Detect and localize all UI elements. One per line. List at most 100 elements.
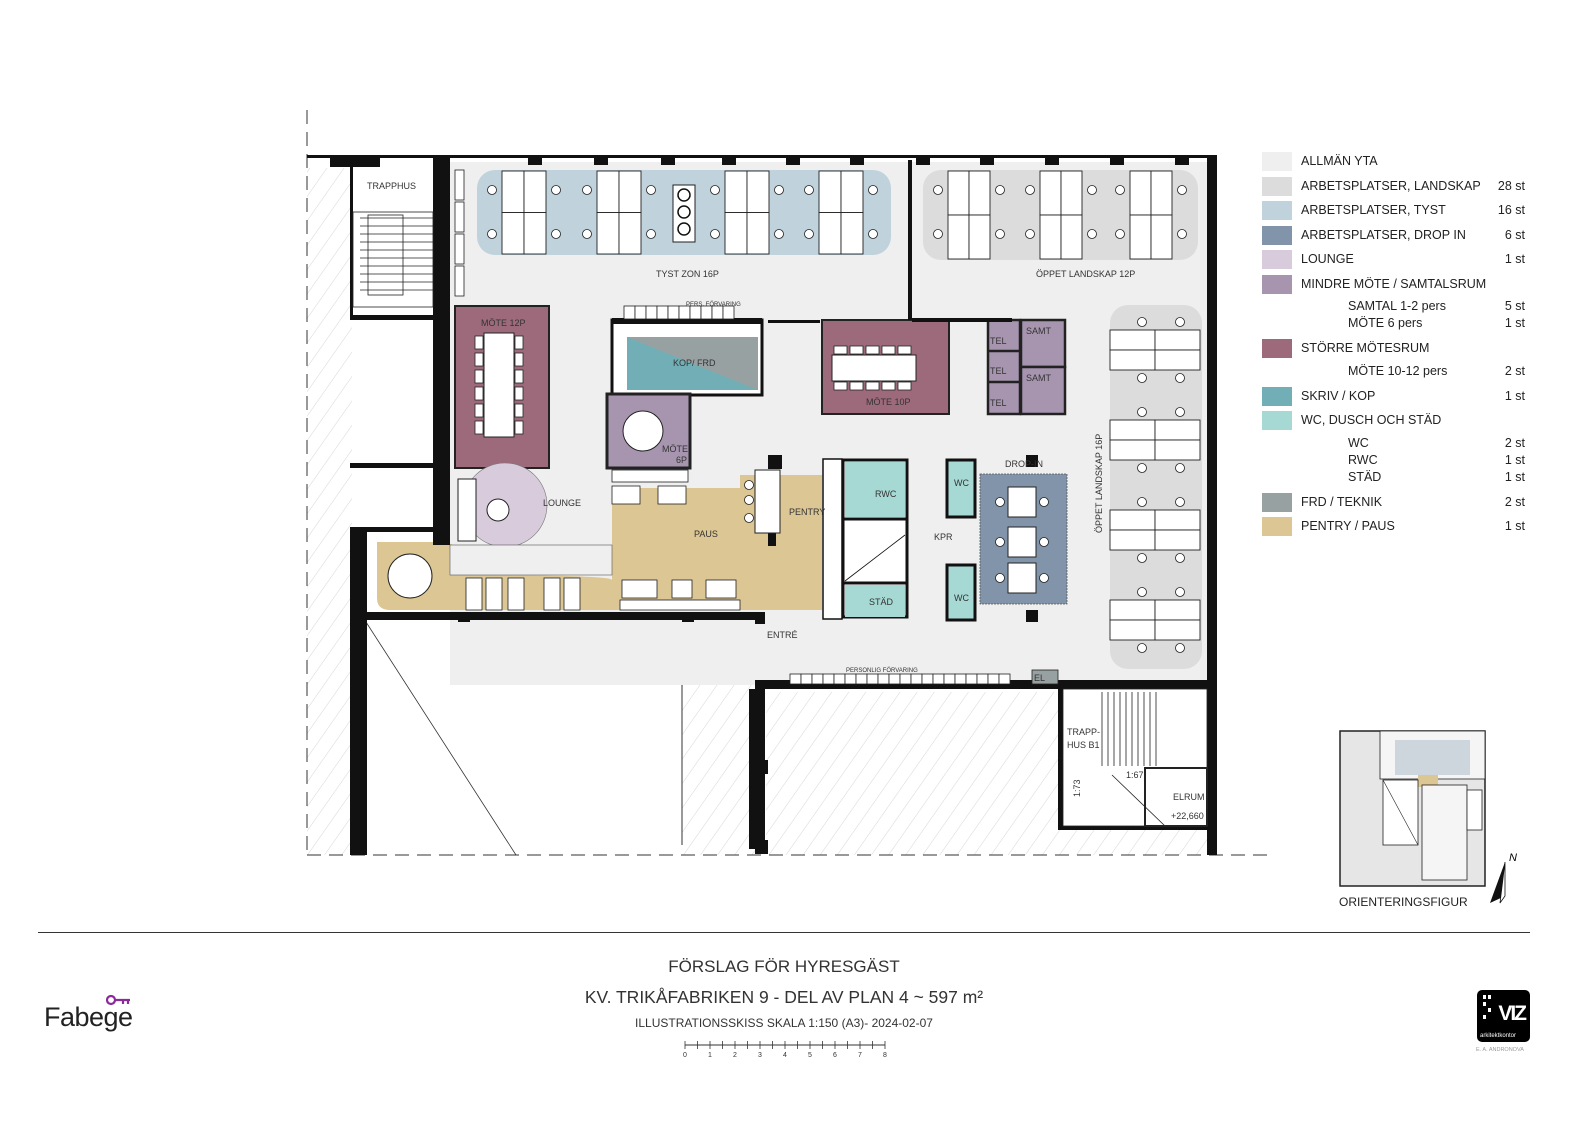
legend-label: ARBETSPLATSER, DROP IN bbox=[1301, 227, 1466, 242]
desk-block bbox=[947, 170, 991, 260]
legend-swatch bbox=[1262, 201, 1292, 220]
desk-block bbox=[1039, 170, 1083, 260]
chair bbox=[995, 185, 1005, 195]
orientation-figure bbox=[1339, 730, 1486, 887]
hatched-area-left bbox=[307, 168, 352, 855]
legend-sub-count: 1 st bbox=[1504, 316, 1525, 330]
legend-item: ARBETSPLATSER, DROP IN 6 st bbox=[1262, 225, 1532, 251]
legend-item: PENTRY / PAUS 1 st bbox=[1262, 517, 1532, 542]
title-line-1: FÖRSLAG FÖR HYRESGÄST bbox=[668, 957, 900, 976]
key-icon bbox=[106, 994, 130, 1006]
chair bbox=[1175, 497, 1185, 507]
chair bbox=[1137, 553, 1147, 563]
scale-label: 0 bbox=[683, 1052, 687, 1059]
desk-block bbox=[501, 170, 547, 255]
legend-count: 16 st bbox=[1497, 203, 1525, 217]
chair bbox=[487, 185, 497, 195]
legend-swatch bbox=[1262, 517, 1292, 536]
desk-block bbox=[724, 170, 770, 255]
legend-label: WC, DUSCH OCH STÄD bbox=[1301, 413, 1442, 427]
storage-lockers bbox=[454, 169, 1011, 685]
legend-count: 1 st bbox=[1504, 519, 1525, 533]
legend-sub-label: MÖTE 6 pers bbox=[1348, 316, 1423, 330]
legend-item: MINDRE MÖTE / SAMTALSRUM bbox=[1262, 274, 1532, 300]
chair bbox=[933, 229, 943, 239]
chair bbox=[1175, 407, 1185, 417]
orientation-label: ORIENTERINGSFIGUR bbox=[1339, 895, 1468, 909]
label-trapphus-b1: TRAPP- bbox=[1067, 727, 1100, 737]
chair bbox=[487, 229, 497, 239]
hatched-area-bottom-mid bbox=[766, 692, 1060, 855]
legend-label: ARBETSPLATSER, LANDSKAP bbox=[1301, 178, 1481, 193]
label-elrum: ELRUM bbox=[1173, 792, 1205, 802]
chair bbox=[1177, 229, 1187, 239]
desk-block bbox=[818, 170, 864, 255]
chair bbox=[1039, 573, 1049, 583]
label-mote-12p: MÖTE 12P bbox=[481, 318, 526, 328]
viz-logo: VIZ arkitektkontor bbox=[1477, 990, 1530, 1042]
label-wc-1: WC bbox=[954, 478, 969, 488]
label-stair-167: 1:67 bbox=[1126, 770, 1144, 780]
legend-item: STÖRRE MÖTESRUM bbox=[1262, 339, 1532, 364]
scale-label: 8 bbox=[883, 1052, 887, 1059]
legend-sub-count: 1 st bbox=[1504, 452, 1525, 467]
legend-sub-count: 1 st bbox=[1504, 469, 1525, 484]
chair bbox=[933, 185, 943, 195]
scale-label: 2 bbox=[733, 1052, 737, 1059]
label-paus: PAUS bbox=[694, 529, 718, 539]
north-label: N bbox=[1509, 852, 1517, 864]
chair bbox=[1025, 185, 1035, 195]
label-samt-2: SAMT bbox=[1026, 373, 1052, 383]
chair bbox=[995, 573, 1005, 583]
label-mote-6p: MÖTE bbox=[662, 444, 688, 454]
chair bbox=[1175, 643, 1185, 653]
chair bbox=[995, 229, 1005, 239]
legend-item: ARBETSPLATSER, LANDSKAP 28 st bbox=[1262, 176, 1532, 202]
label-pentry: PENTRY bbox=[789, 507, 825, 517]
scale-label: 1 bbox=[708, 1052, 712, 1059]
chair bbox=[744, 495, 754, 505]
fabege-logo: Fabege bbox=[44, 1002, 133, 1032]
label-trapphus-b1-2: HUS B1 bbox=[1067, 740, 1100, 750]
label-personlig-forvaring: PERSONLIG FÖRVARING bbox=[846, 667, 918, 674]
stair-b1 bbox=[1062, 688, 1208, 827]
chair bbox=[1137, 497, 1147, 507]
label-drop-in: DROP-IN bbox=[1005, 459, 1043, 469]
label-mote-6p-2: 6P bbox=[676, 455, 687, 465]
desk-block bbox=[1129, 170, 1173, 260]
legend-subitem: RWC 1 st bbox=[1262, 453, 1532, 470]
legend-item: SKRIV / KOP 1 st bbox=[1262, 386, 1532, 412]
scale-label: 4 bbox=[783, 1052, 787, 1059]
label-elrum-level: +22,660 bbox=[1171, 811, 1204, 821]
chair bbox=[774, 229, 784, 239]
chair bbox=[1137, 587, 1147, 597]
legend-label: ALLMÄN YTA bbox=[1301, 154, 1378, 168]
legend-subitem: MÖTE 10-12 pers 2 st bbox=[1262, 364, 1532, 381]
chair bbox=[1087, 185, 1097, 195]
legend-label: ARBETSPLATSER, TYST bbox=[1301, 203, 1446, 217]
label-stad: STÄD bbox=[869, 597, 894, 607]
label-oppet-landskap-16p: ÖPPET LANDSKAP 16P bbox=[1094, 434, 1104, 533]
author-credit: E. A. ANDRONOVA bbox=[1476, 1047, 1524, 1053]
label-oppet-landskap-12p: ÖPPET LANDSKAP 12P bbox=[1036, 269, 1135, 279]
chair bbox=[995, 537, 1005, 547]
chair bbox=[1137, 317, 1147, 327]
viz-dots-icon bbox=[1483, 995, 1491, 1019]
divider-line bbox=[38, 932, 1530, 933]
legend-label: FRD / TEKNIK bbox=[1301, 494, 1383, 509]
label-tyst-zon: TYST ZON 16P bbox=[656, 269, 719, 279]
chair bbox=[1025, 229, 1035, 239]
chair bbox=[1137, 407, 1147, 417]
chair bbox=[1137, 463, 1147, 473]
chair bbox=[1175, 587, 1185, 597]
chair bbox=[1087, 229, 1097, 239]
legend-item: WC, DUSCH OCH STÄD bbox=[1262, 411, 1532, 436]
chair bbox=[744, 480, 754, 490]
legend-swatch bbox=[1262, 250, 1292, 269]
scale-label: 7 bbox=[858, 1052, 862, 1059]
viz-logo-text: VIZ bbox=[1498, 1002, 1527, 1025]
label-wc-2: WC bbox=[954, 593, 969, 603]
chair bbox=[710, 185, 720, 195]
